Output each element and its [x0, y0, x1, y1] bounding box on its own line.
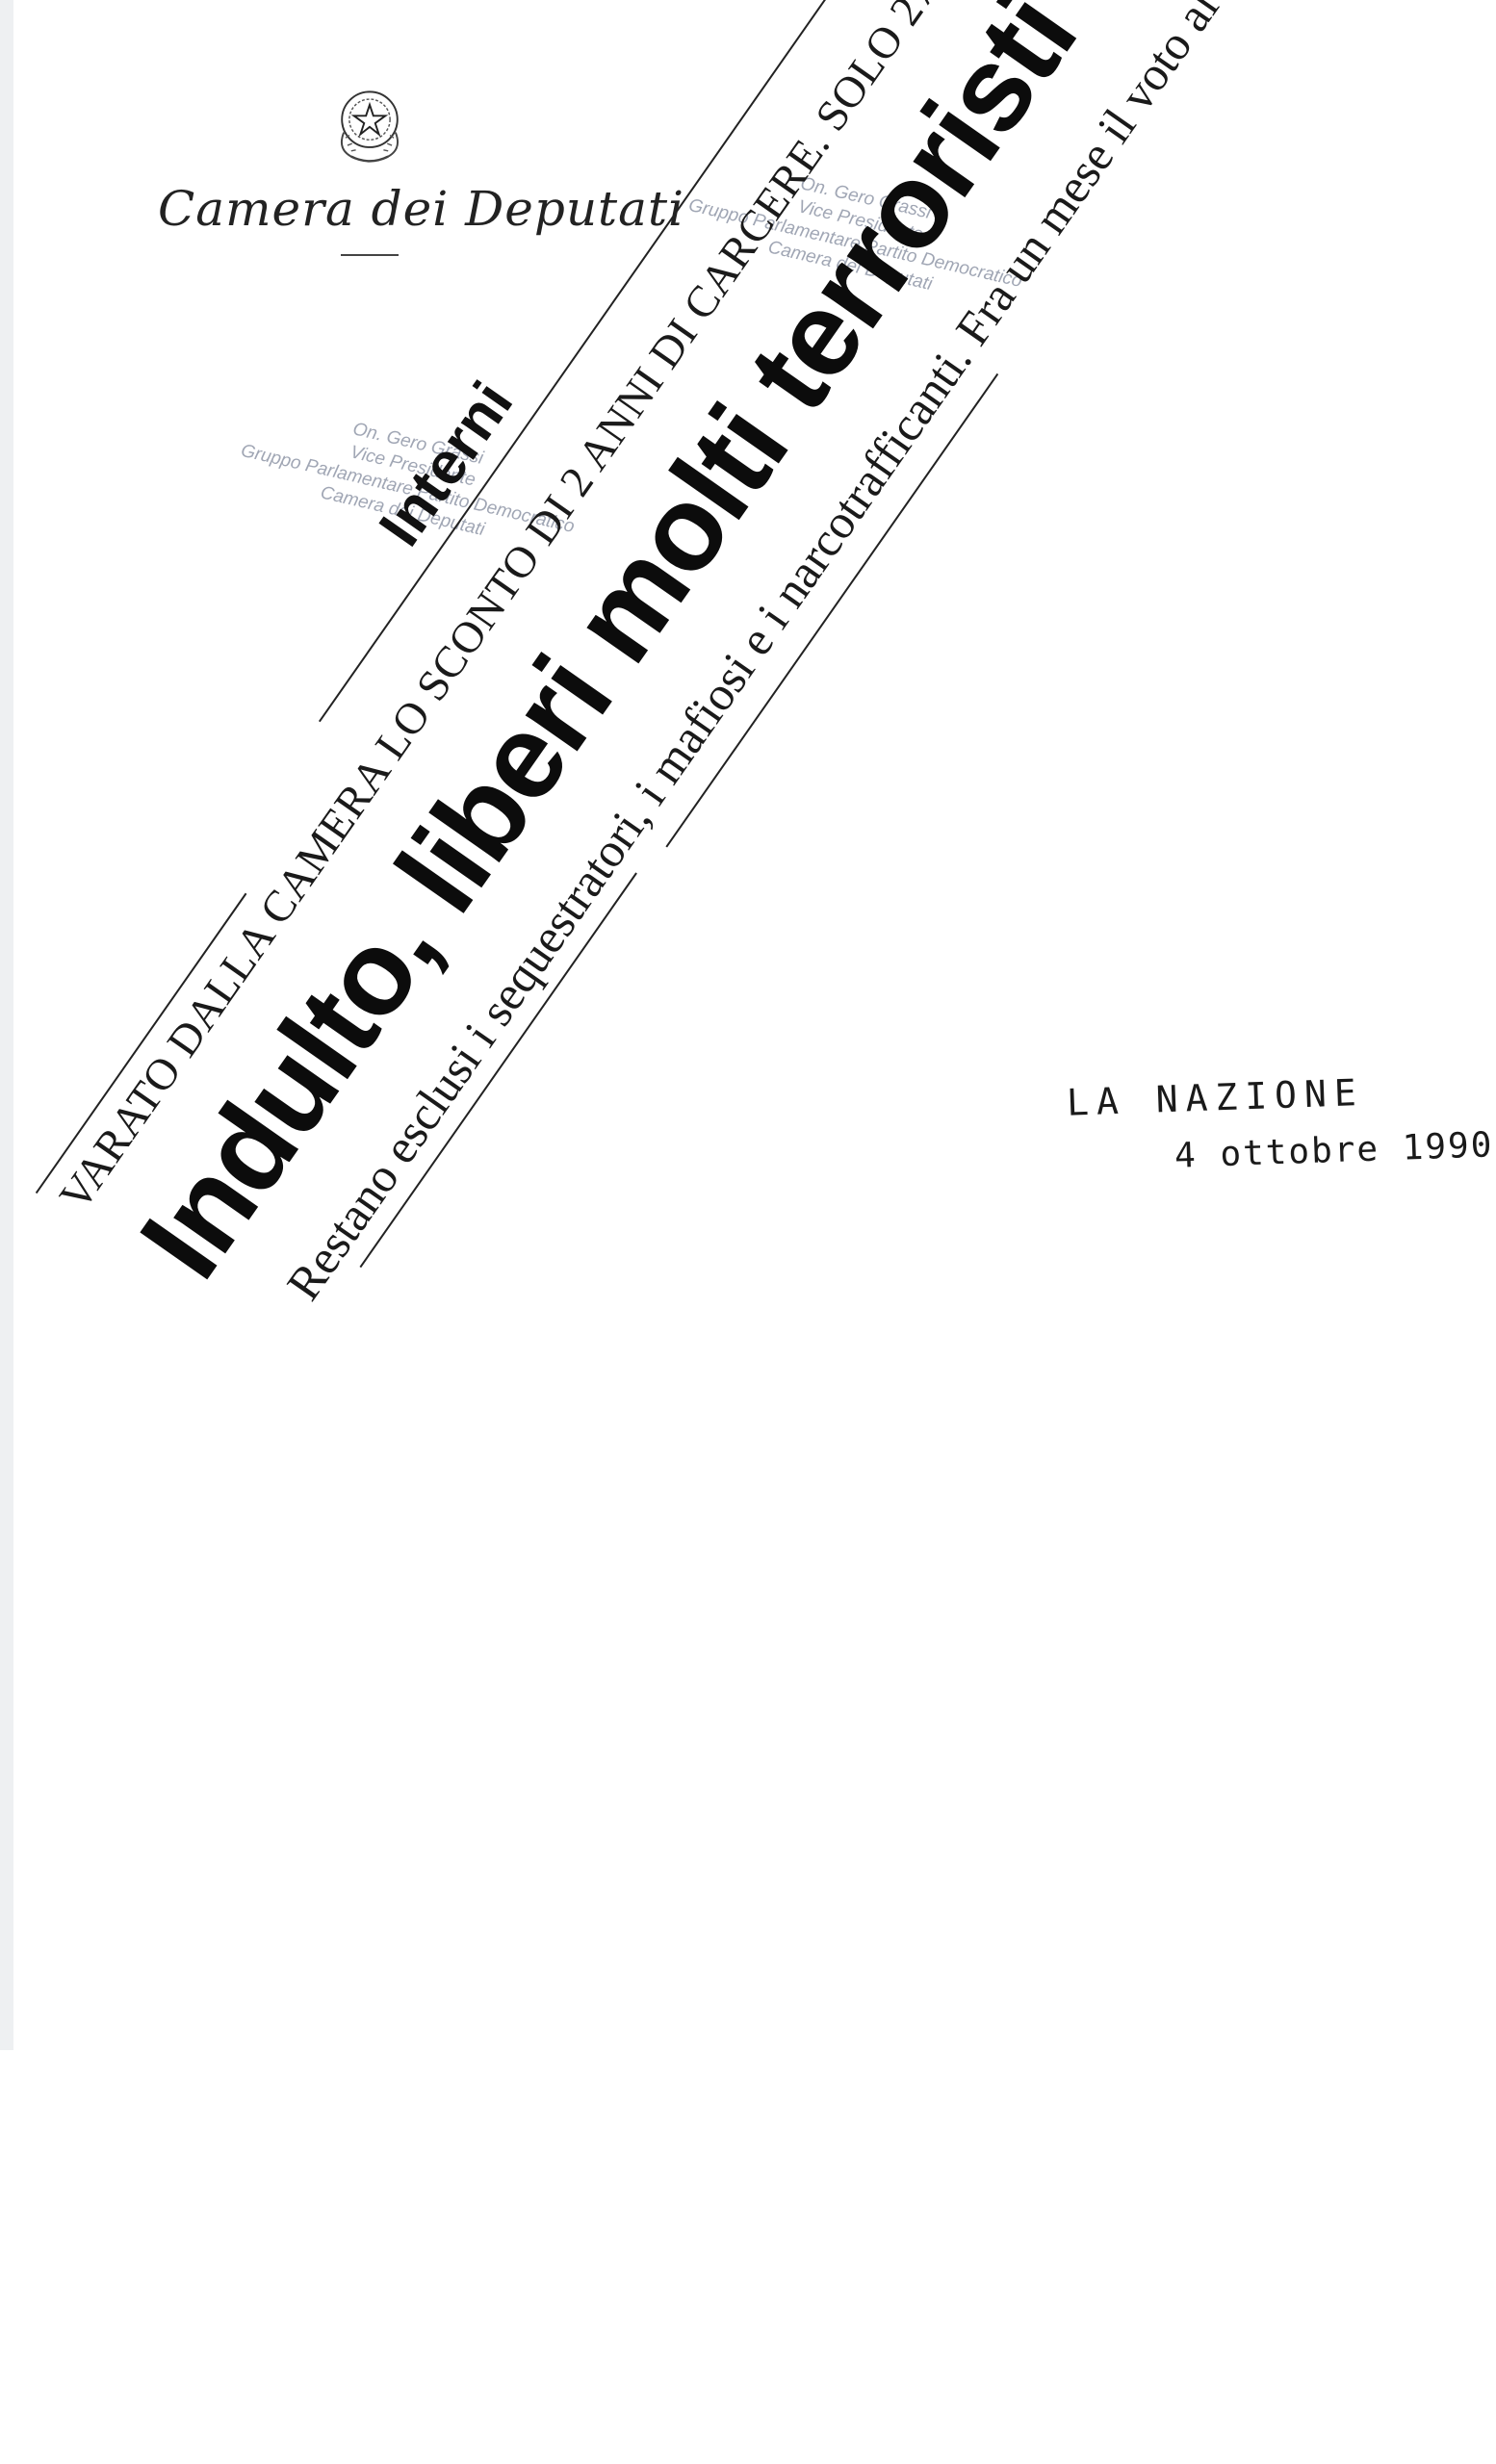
- letterhead: Camera dei Deputati: [158, 77, 685, 256]
- handnote-date: 4 ottobre 1990: [1174, 1125, 1495, 1176]
- letterhead-rule: [341, 254, 399, 256]
- republic-emblem-icon: [341, 90, 399, 163]
- handwritten-note: LA NAZIONE 4 ottobre 1990: [1066, 1059, 1494, 1189]
- document-page: Camera dei Deputati On. Gero Grassi Vice…: [0, 0, 1496, 2050]
- institution-name: Camera dei Deputati: [158, 181, 685, 237]
